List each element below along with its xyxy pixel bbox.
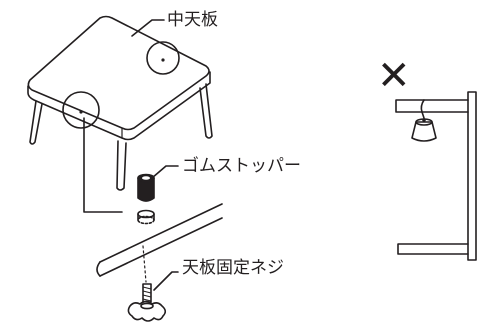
table-leg-left: [29, 100, 43, 145]
table-top-surface: [27, 15, 210, 131]
top-board-screw-label: 天板固定ネジ: [182, 258, 284, 278]
hanging-weight: [411, 99, 437, 142]
top-board-leader-line: [131, 19, 165, 37]
wall-bracket-illustration: [395, 91, 477, 261]
rubber-stopper-label: ゴムストッパー: [182, 156, 301, 176]
top-board-screw: [127, 283, 167, 322]
rubber-stopper-leader-line: [151, 165, 179, 179]
table-illustration: [27, 15, 213, 191]
board-section-bottom-line: [99, 217, 223, 277]
top-board-label: 中天板: [167, 10, 218, 30]
screw-position-marker-right: [146, 41, 180, 75]
screw-leader-line: [153, 271, 179, 291]
board-section-top-line: [99, 203, 223, 263]
screw-position-marker-left: [62, 91, 100, 129]
stopper-position-leader-line: [83, 117, 123, 213]
table-leg-front: [116, 140, 127, 191]
screw-guide-dashed-line: [142, 245, 147, 283]
washer: [137, 209, 155, 225]
table-leg-right: [199, 83, 213, 139]
cross-icon: ✕: [377, 53, 411, 99]
rubber-stopper: [137, 173, 155, 202]
